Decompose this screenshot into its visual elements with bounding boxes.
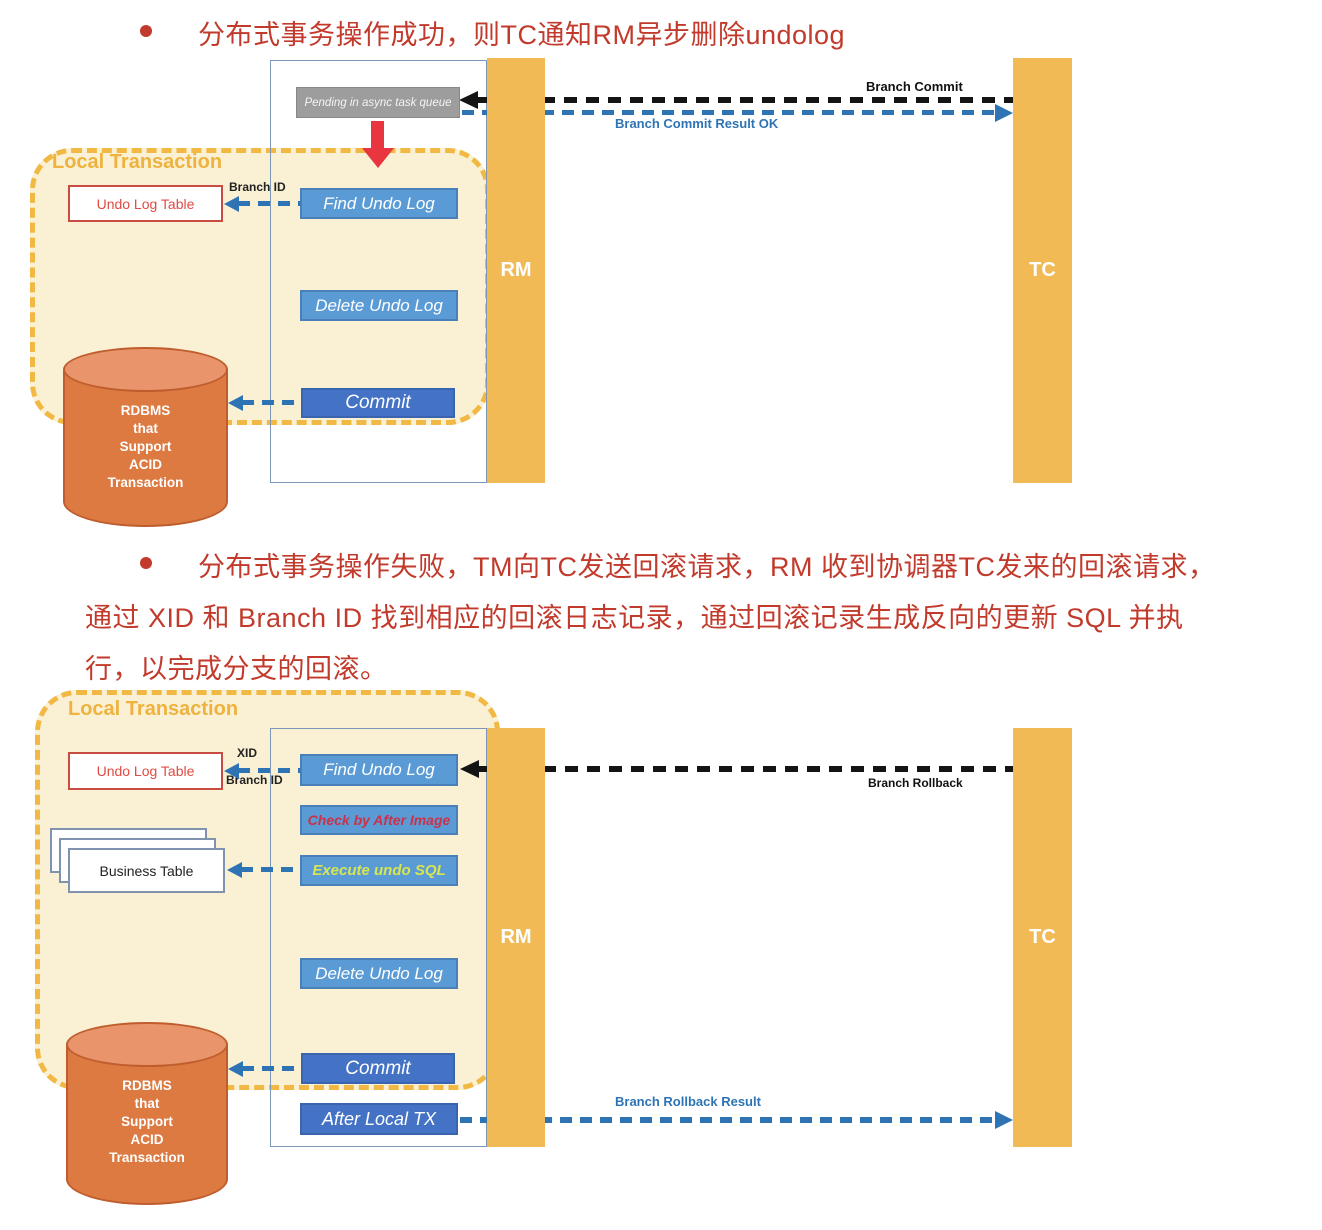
undo-log-table-box: Undo Log Table xyxy=(68,185,223,222)
branch-rollback-label: Branch Rollback xyxy=(868,776,963,790)
commit-to-db-arrow-line xyxy=(242,1066,300,1071)
commit-to-db-arrowhead-icon xyxy=(228,1061,243,1077)
tc-lifeline: TC xyxy=(1013,58,1072,483)
find-to-table-arrowhead-icon xyxy=(224,196,239,212)
rm-lifeline: RM xyxy=(487,58,545,483)
find-to-table-arrow-line xyxy=(238,201,300,206)
branch-id-label: Branch ID xyxy=(226,773,283,787)
rdbms-cylinder: RDBMS that Support ACID Transaction xyxy=(66,1022,228,1205)
branch-id-label: Branch ID xyxy=(229,180,286,194)
tc-label: TC xyxy=(1029,926,1056,948)
bullet1-text: 分布式事务操作成功，则TC通知RM异步删除undolog xyxy=(198,20,846,50)
execute-to-business-arrowhead-icon xyxy=(227,862,242,878)
rm-lifeline: RM xyxy=(487,728,545,1147)
check-by-after-image-box: Check by After Image xyxy=(300,805,458,835)
branch-commit-result-arrowhead-icon xyxy=(995,104,1013,122)
branch-rollback-result-label: Branch Rollback Result xyxy=(615,1094,761,1109)
find-to-table-arrow-line xyxy=(238,768,300,773)
rdbms-cylinder-body xyxy=(63,369,228,527)
rdbms-text: RDBMS that Support ACID Transaction xyxy=(107,403,184,490)
branch-rollback-arrowhead-icon xyxy=(460,760,479,778)
tc-label: TC xyxy=(1029,259,1056,281)
find-undo-log-box: Find Undo Log xyxy=(300,188,458,219)
pending-async-queue-box: Pending in async task queue xyxy=(296,87,460,118)
rdbms-cylinder-body xyxy=(66,1044,228,1205)
red-down-arrow-shaft xyxy=(371,121,384,148)
rdbms-text: RDBMS that Support ACID Transaction xyxy=(109,1078,185,1165)
branch-commit-arrow-line xyxy=(476,97,1013,103)
commit-box: Commit xyxy=(301,388,455,418)
local-transaction-label: Local Transaction xyxy=(68,698,239,720)
rm-process-container xyxy=(270,60,487,483)
branch-commit-arrowhead-icon xyxy=(459,91,478,109)
rm-process-container xyxy=(270,728,487,1147)
bullet2-line1: 分布式事务操作失败，TM向TC发送回滚请求，RM 收到协调器TC发来的回滚请求， xyxy=(198,552,1216,582)
branch-commit-result-label: Branch Commit Result OK xyxy=(615,116,779,131)
bullet2-line3: 行，以完成分支的回滚。 xyxy=(85,654,388,684)
rdbms-cylinder: RDBMS that Support ACID Transaction xyxy=(63,347,228,527)
branch-commit-label: Branch Commit xyxy=(866,79,963,94)
branch-commit-result-arrow-line xyxy=(462,110,995,115)
find-to-table-arrowhead-icon xyxy=(224,763,239,779)
commit-to-db-arrowhead-icon xyxy=(228,395,243,411)
bullet-dot xyxy=(140,25,152,37)
execute-to-business-arrow-line xyxy=(241,867,300,872)
rdbms-cylinder-top xyxy=(63,347,228,392)
bullet2-line2: 通过 XID 和 Branch ID 找到相应的回滚日志记录，通过回滚记录生成反… xyxy=(85,603,1184,633)
after-local-tx-box: After Local TX xyxy=(300,1103,458,1135)
delete-undo-log-box: Delete Undo Log xyxy=(300,958,458,989)
rm-label: RM xyxy=(500,259,532,281)
branch-rollback-arrow-line xyxy=(477,766,1013,772)
bullet-dot xyxy=(140,557,152,569)
undo-log-table-box: Undo Log Table xyxy=(68,752,223,790)
business-table-box: Business Table xyxy=(68,848,225,893)
delete-undo-log-box: Delete Undo Log xyxy=(300,290,458,321)
local-transaction-label: Local Transaction xyxy=(52,151,223,173)
execute-undo-sql-box: Execute undo SQL xyxy=(300,855,458,886)
commit-to-db-arrow-line xyxy=(242,400,300,405)
rm-label: RM xyxy=(500,926,532,948)
red-down-arrowhead-icon xyxy=(362,148,394,168)
xid-label: XID xyxy=(237,746,258,760)
commit-box: Commit xyxy=(301,1053,455,1084)
find-undo-log-box: Find Undo Log xyxy=(300,754,458,786)
tc-lifeline: TC xyxy=(1013,728,1072,1147)
branch-rollback-result-arrowhead-icon xyxy=(995,1111,1013,1129)
branch-rollback-result-arrow-line xyxy=(460,1117,1005,1123)
rdbms-cylinder-top xyxy=(66,1022,228,1067)
